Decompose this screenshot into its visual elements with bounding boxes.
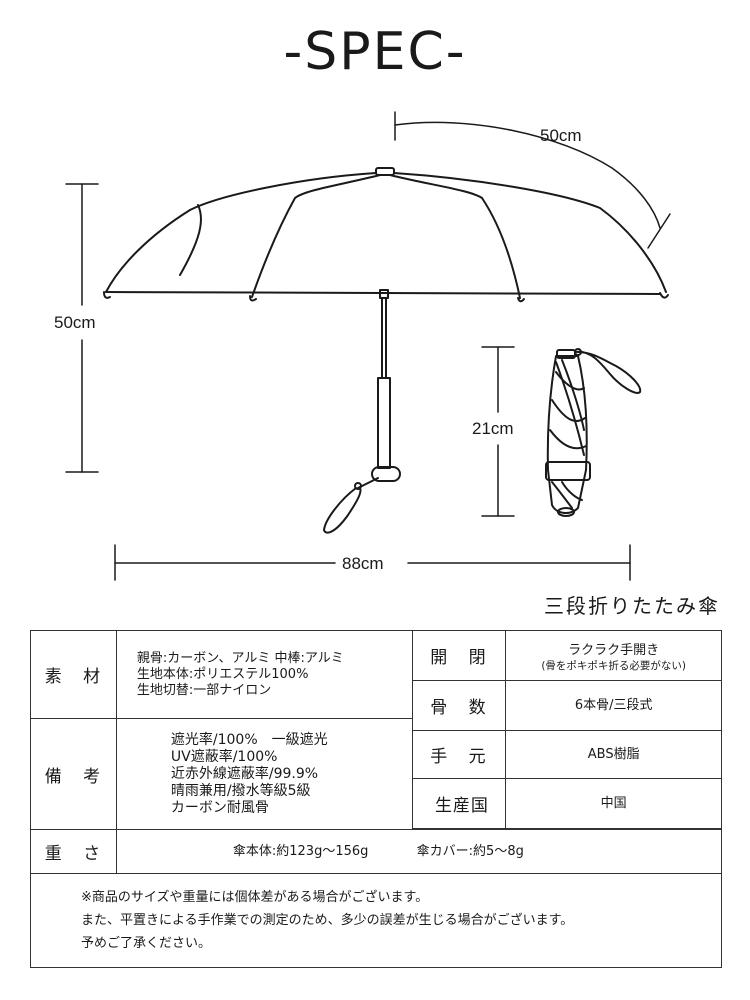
- weight-body: 傘本体:約123g～156g: [232, 843, 369, 859]
- open-value: ラクラク手開き (骨をポキポキ折る必要がない): [505, 630, 722, 681]
- footnote-line: 予めご了承ください。: [81, 936, 212, 951]
- folded-dimension-label: 21cm: [472, 419, 514, 439]
- arc-dimension-line: [394, 111, 671, 249]
- spec-row-notes: 備 考 遮光率/100% 一級遮光 UV遮蔽率/100% 近赤外線遮蔽率/99.…: [30, 718, 722, 830]
- open-umbrella-illustration: [103, 167, 669, 534]
- spec-row-material: 素 材 親骨:カーボン、アルミ 中棒:アルミ 生地本体:ポリエステル100% 生…: [30, 630, 722, 719]
- weight-cover: 傘カバー:約5～8g: [416, 843, 524, 859]
- folded-umbrella-illustration: [545, 348, 642, 517]
- page-title: -SPEC-: [283, 22, 467, 82]
- width-dimension-line: [114, 544, 631, 581]
- ribs-value: 6本骨/三段式: [505, 680, 722, 731]
- material-line: 生地本体:ポリエステル100%: [136, 666, 309, 682]
- open-value-note: (骨をポキポキ折る必要がない): [541, 659, 687, 672]
- height-dimension-line: [65, 183, 99, 473]
- notes-line: 遮光率/100% 一級遮光: [170, 731, 328, 748]
- notes-line: 晴雨兼用/撥水等級5級: [170, 782, 311, 799]
- handle-label: 手 元: [411, 730, 507, 779]
- spec-row-footnote: ※商品のサイズや重量には個体差がある場合がございます。 また、平置きによる手作業…: [30, 873, 722, 968]
- open-value-main: ラクラク手開き: [568, 642, 660, 658]
- footnote-line: ※商品のサイズや重量には個体差がある場合がございます。: [81, 890, 429, 905]
- spec-row-ribs: 骨 数 6本骨/三段式: [31, 680, 722, 731]
- umbrella-diagram: [65, 111, 671, 581]
- spec-table: 素 材 親骨:カーボン、アルミ 中棒:アルミ 生地本体:ポリエステル100% 生…: [30, 630, 723, 968]
- footnote-line: また、平置きによる手作業での測定のため、多少の誤差が生じる場合がございます。: [81, 913, 574, 928]
- open-label: 開 閉: [411, 630, 507, 681]
- width-dimension-label: 88cm: [342, 554, 384, 574]
- origin-value: 中国: [505, 778, 722, 829]
- spec-row-origin: 生産国 中国: [31, 778, 722, 829]
- product-subtitle: 三段折りたたみ傘: [544, 594, 720, 618]
- notes-line: カーボン耐風骨: [170, 799, 269, 816]
- material-line: 生地切替:一部ナイロン: [136, 682, 272, 698]
- ribs-label: 骨 数: [411, 680, 507, 731]
- notes-value: 遮光率/100% 一級遮光 UV遮蔽率/100% 近赤外線遮蔽率/99.9% 晴…: [115, 718, 413, 830]
- weight-label: 重 さ: [30, 829, 117, 874]
- material-value: 親骨:カーボン、アルミ 中棒:アルミ 生地本体:ポリエステル100% 生地切替:…: [115, 630, 413, 719]
- notes-line: 近赤外線遮蔽率/99.9%: [170, 765, 319, 782]
- notes-label: 備 考: [30, 718, 117, 830]
- material-line: 親骨:カーボン、アルミ 中棒:アルミ: [136, 650, 344, 666]
- weight-value: 傘本体:約123g～156g 傘カバー:約5～8g: [115, 829, 723, 874]
- footnote: ※商品のサイズや重量には個体差がある場合がございます。 また、平置きによる手作業…: [30, 873, 722, 968]
- spec-row-weight: 重 さ 傘本体:約123g～156g 傘カバー:約5～8g: [30, 829, 723, 874]
- origin-label: 生産国: [411, 778, 507, 829]
- arc-dimension-label: 50cm: [540, 126, 582, 145]
- height-dimension-label: 50cm: [54, 313, 96, 333]
- handle-value: ABS樹脂: [505, 730, 722, 779]
- spec-row-handle: 手 元 ABS樹脂: [31, 730, 722, 779]
- notes-line: UV遮蔽率/100%: [170, 748, 278, 765]
- material-label: 素 材: [30, 630, 117, 719]
- folded-dimension-line: [481, 346, 515, 517]
